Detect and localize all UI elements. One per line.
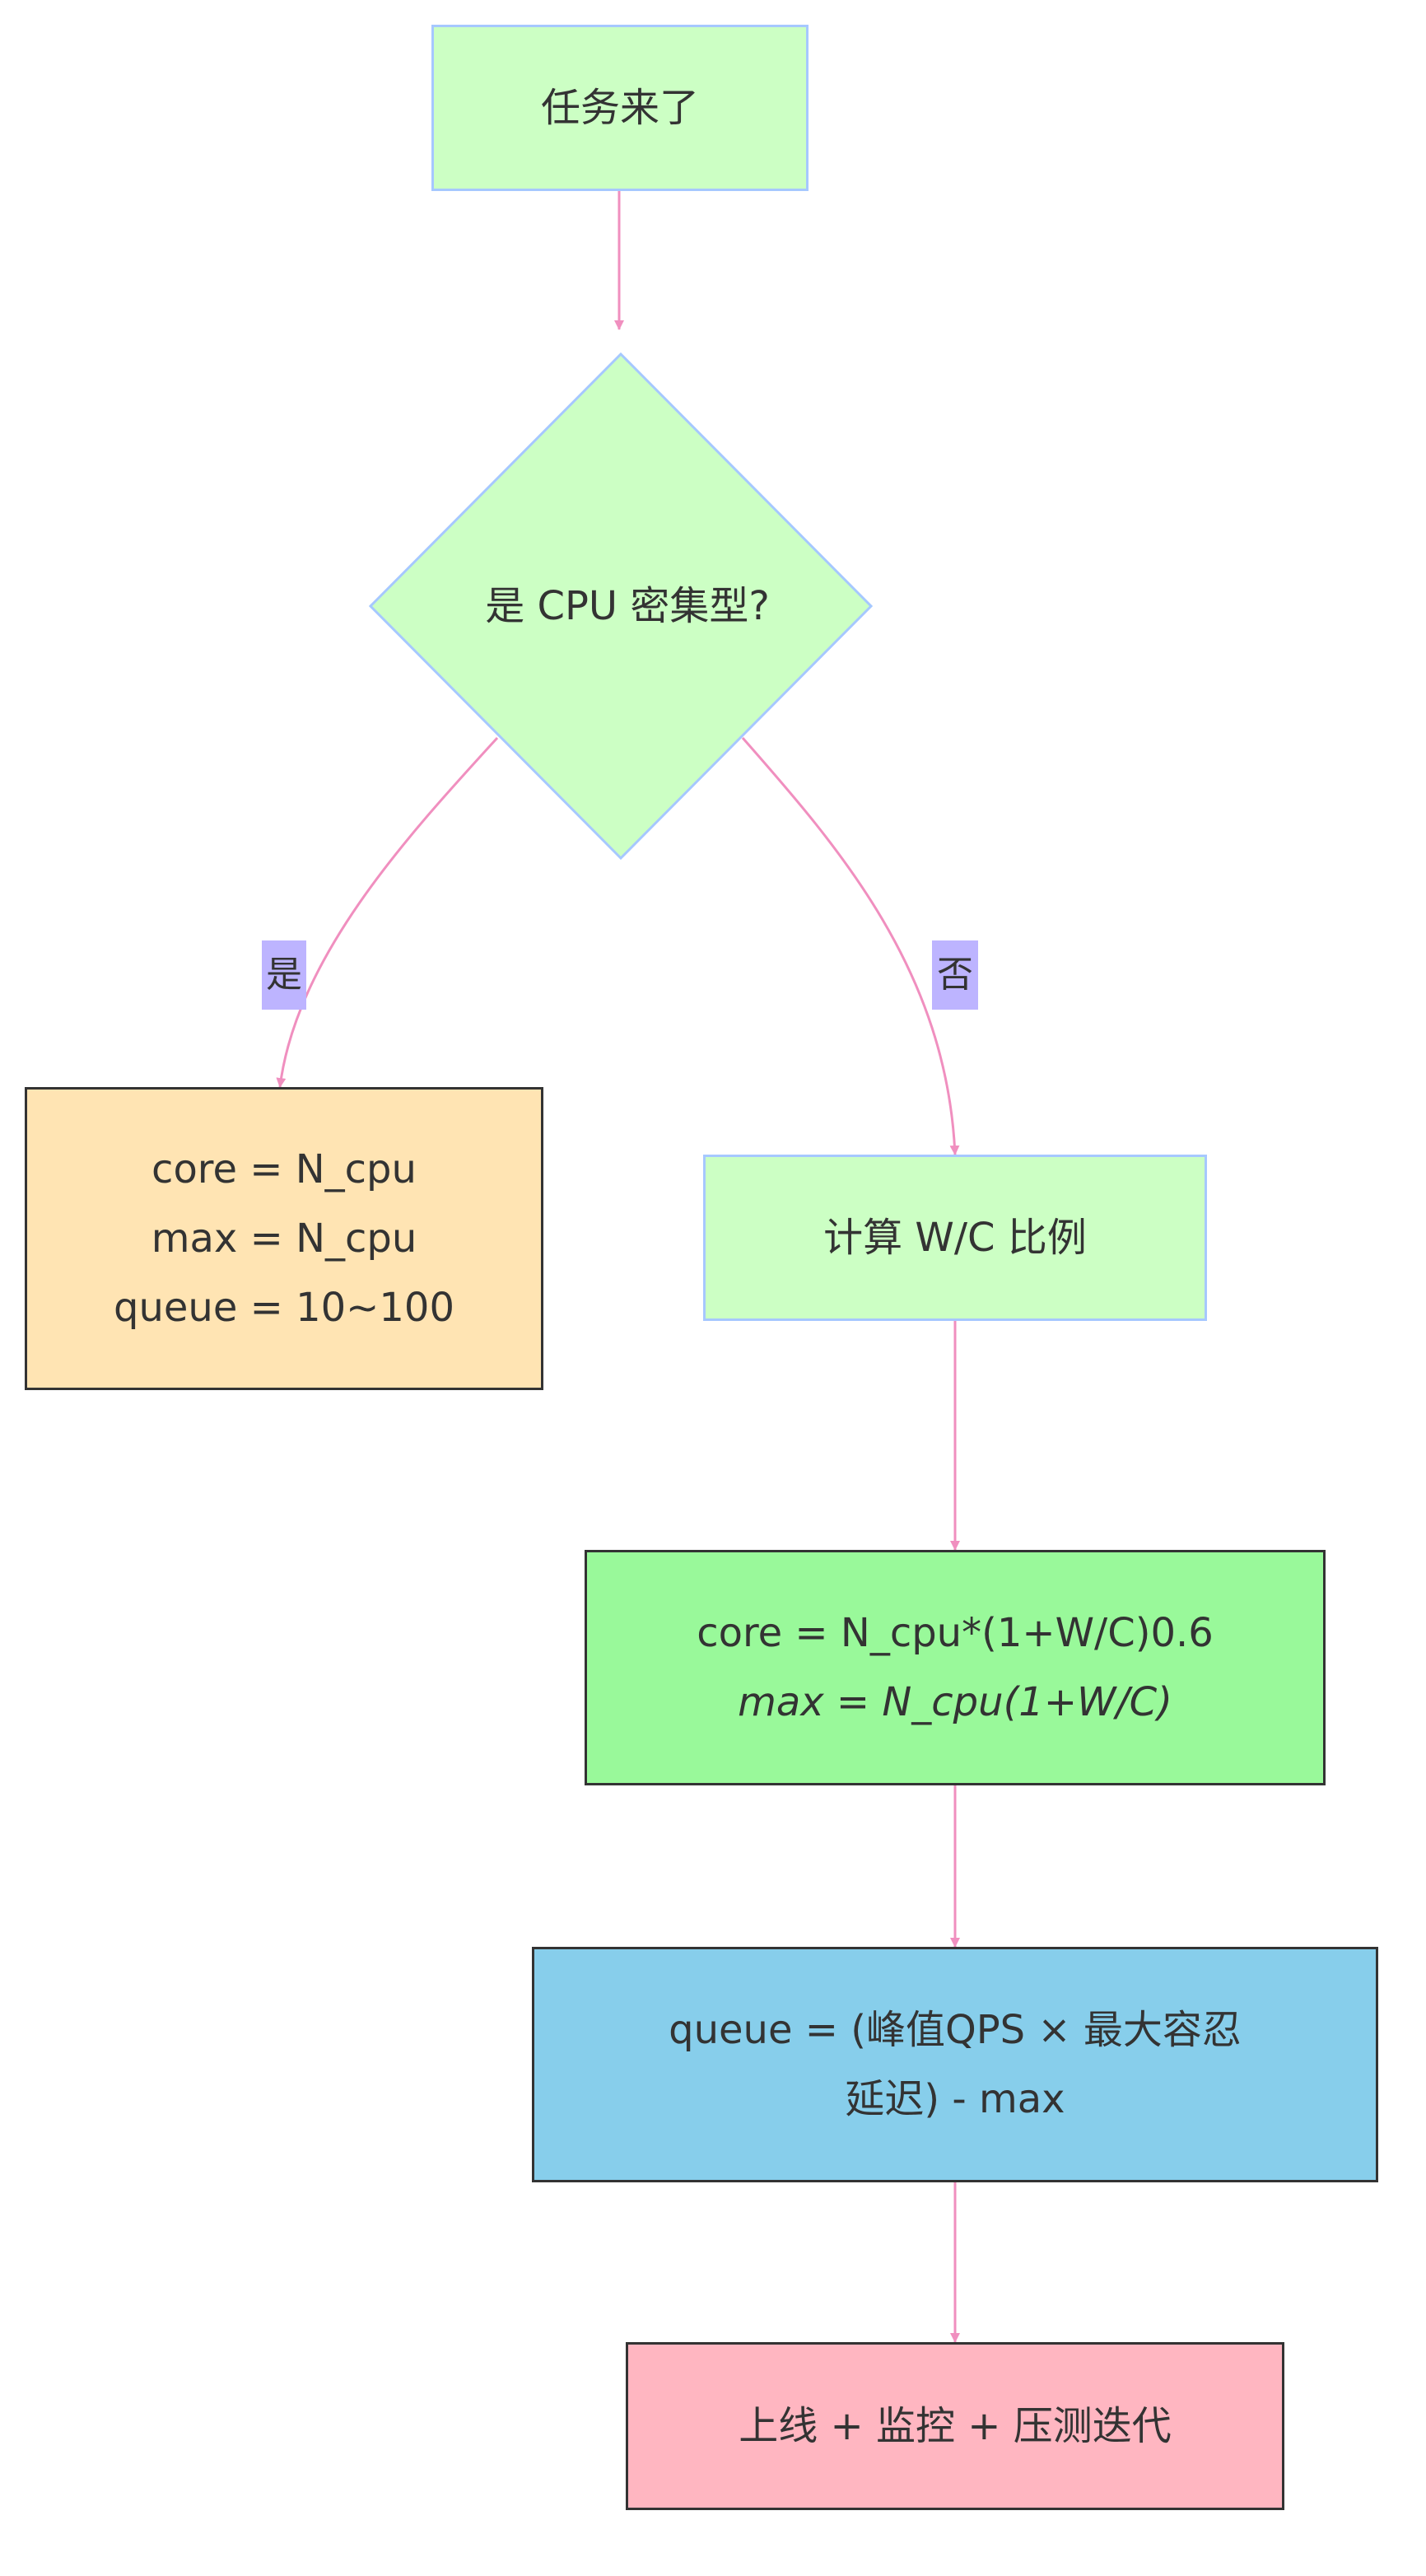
io-config-line: max = N_cpu(1+W/C) xyxy=(738,1679,1172,1725)
edge-decision-to-cpu-config xyxy=(276,736,499,1088)
cpu-config-line: max = N_cpu xyxy=(151,1216,417,1262)
queue-config-line: 延迟) - max xyxy=(845,2076,1065,2122)
io-config-node[interactable]: core = N_cpu*(1+W/C)0.6 max = N_cpu(1+W/… xyxy=(585,1550,1326,1785)
calc-ratio-node[interactable]: 计算 W/C 比例 xyxy=(703,1155,1207,1321)
start-node[interactable]: 任务来了 xyxy=(431,25,809,191)
cpu-config-line: queue = 10~100 xyxy=(113,1285,455,1331)
edge-label-yes: 是 xyxy=(262,940,306,1010)
decision-diamond[interactable] xyxy=(368,352,874,861)
deploy-node-label: 上线 + 监控 + 压测迭代 xyxy=(739,2403,1172,2449)
edge-label-no: 否 xyxy=(932,940,978,1010)
io-config-line: core = N_cpu*(1+W/C)0.6 xyxy=(697,1610,1214,1656)
queue-config-line: queue = (峰值QPS × 最大容忍 xyxy=(669,2007,1242,2053)
queue-config-node[interactable]: queue = (峰值QPS × 最大容忍 延迟) - max xyxy=(532,1947,1378,2182)
deploy-node[interactable]: 上线 + 监控 + 压测迭代 xyxy=(626,2342,1284,2510)
cpu-config-node[interactable]: core = N_cpu max = N_cpu queue = 10~100 xyxy=(25,1087,543,1390)
cpu-config-line: core = N_cpu xyxy=(151,1146,417,1192)
calc-ratio-label: 计算 W/C 比例 xyxy=(823,1215,1087,1261)
edge-decision-to-calc-ratio xyxy=(741,737,960,1155)
start-node-label: 任务来了 xyxy=(540,85,699,131)
decision-node-label: 是 CPU 密集型? xyxy=(485,583,770,629)
